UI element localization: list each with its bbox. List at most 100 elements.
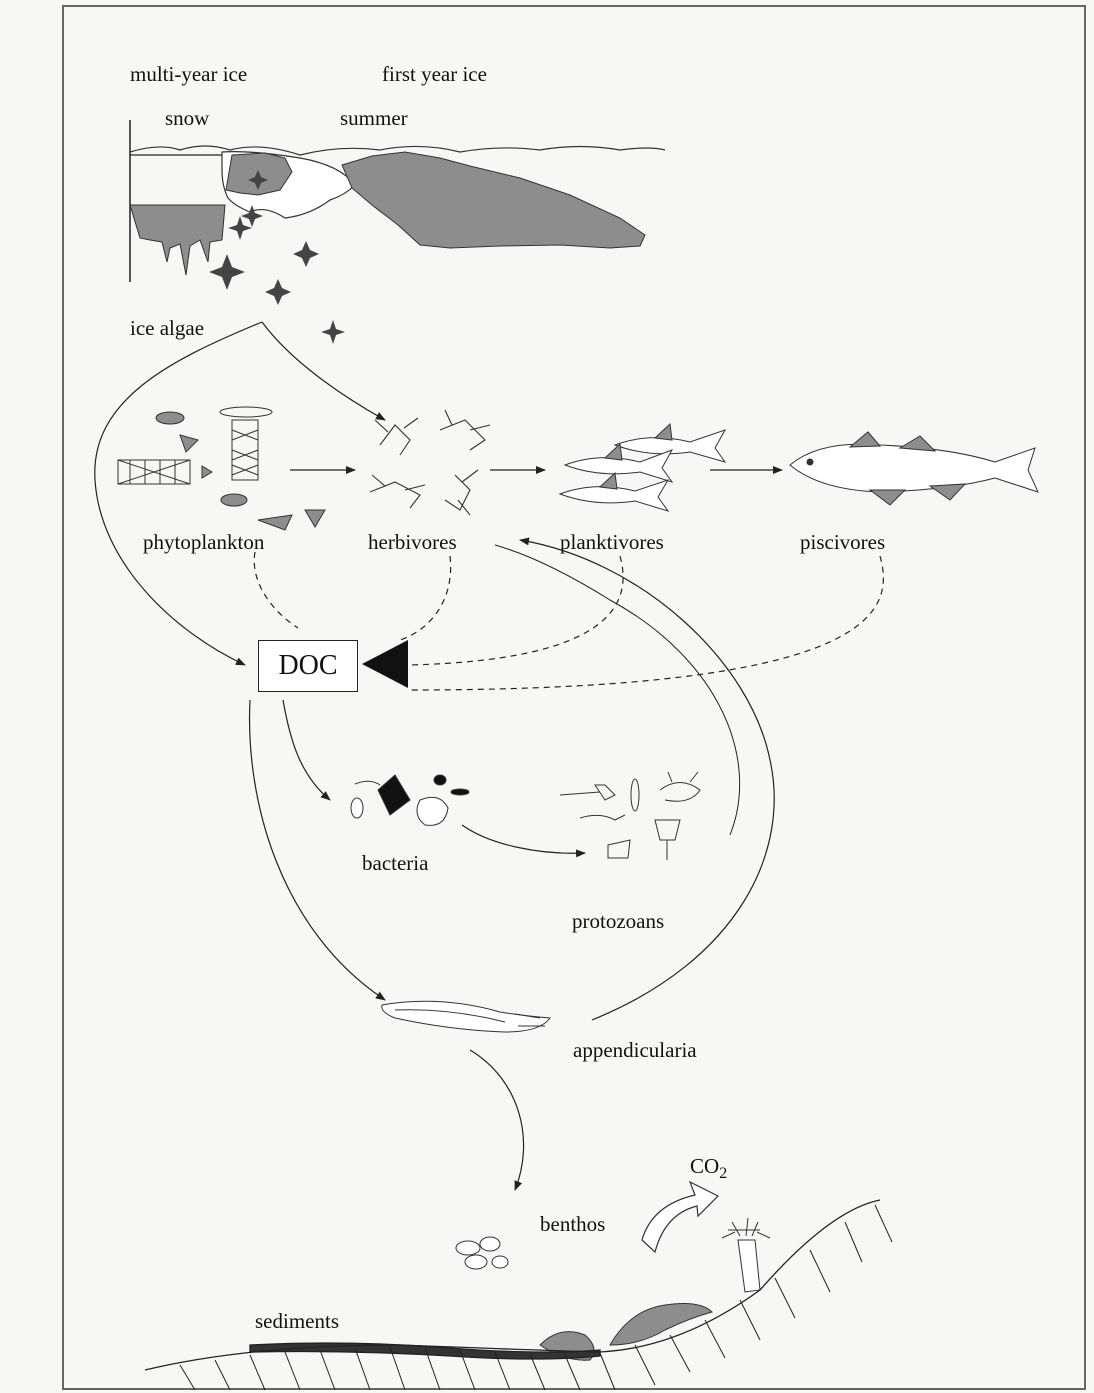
planktivores-group	[558, 422, 727, 512]
cod-dorsal-fin	[848, 431, 937, 452]
bacterium-1	[377, 774, 411, 816]
protozoans-group	[559, 771, 701, 860]
cod-body	[789, 443, 1039, 493]
ice-algae-star-2	[241, 205, 263, 227]
label-co2: CO2	[690, 1154, 727, 1183]
ice-algae-star-6	[265, 279, 291, 305]
appendicularia-group	[381, 1000, 551, 1033]
label-phytoplankton: phytoplankton	[143, 530, 265, 554]
label-summer: summer	[340, 106, 408, 130]
seafloor-line	[144, 1199, 881, 1371]
phyto-triangle-3	[201, 465, 213, 479]
copepod-4	[444, 469, 479, 516]
doc-input-arrowhead	[362, 640, 408, 688]
appendicularia-tail	[394, 1009, 545, 1027]
small-fish-3	[558, 479, 670, 512]
phyto-triangle-1	[179, 434, 199, 453]
bacterium-4	[350, 797, 364, 819]
protozoan-3	[659, 771, 701, 802]
protozoan-1	[559, 784, 616, 801]
phyto-disc	[219, 406, 273, 418]
label-planktivores: planktivores	[560, 530, 664, 554]
label-bacteria: bacteria	[362, 851, 429, 875]
copepod-1	[374, 417, 419, 456]
small-fish-1	[613, 429, 727, 463]
label-doc: DOC	[278, 650, 338, 681]
bacterium-6	[354, 780, 381, 786]
seafloor-hatching	[179, 1204, 893, 1391]
pebble-4	[491, 1255, 509, 1269]
arrow-icealgae-to-herbivores	[261, 321, 386, 421]
label-multi-year-ice: multi-year ice	[130, 62, 248, 86]
small-fish-1-fin	[653, 422, 673, 441]
first-year-ice-slab	[341, 151, 646, 249]
small-fish-2	[563, 449, 674, 483]
label-snow: snow	[165, 106, 210, 130]
copepod-2	[439, 409, 491, 451]
protozoan-2	[630, 778, 640, 812]
piscivore-group	[789, 431, 1039, 506]
figure-frame	[62, 5, 1086, 1390]
arrow-doc-to-bacteria	[282, 699, 331, 801]
herbivores-group	[369, 409, 491, 516]
bacteria-group	[350, 774, 470, 826]
phyto-fin	[257, 514, 293, 531]
copepod-3	[369, 474, 426, 509]
ice-algae-star-5	[209, 254, 245, 290]
arrow-icealgae-to-doc	[94, 321, 263, 666]
phyto-triangle-2	[304, 509, 326, 528]
phyto-column	[231, 419, 259, 481]
dashed-phyto-to-doc	[253, 551, 299, 629]
protozoan-5	[654, 819, 681, 860]
dashed-piscivores-to-doc	[409, 555, 884, 691]
sediment-dark-layer	[249, 1342, 601, 1360]
anemone	[721, 1217, 771, 1293]
arrow-appendicularia-to-benthos	[469, 1049, 525, 1191]
multi-year-ice-block	[129, 204, 226, 276]
label-co2-sub: 2	[719, 1165, 728, 1183]
brittle-star-2	[609, 1303, 713, 1346]
solid-flow-arrows	[94, 321, 783, 1191]
ice-algae-star-7	[321, 320, 345, 344]
arrow-doc-to-appendicularia	[248, 699, 386, 1001]
label-benthos: benthos	[540, 1212, 606, 1236]
protozoan-4	[579, 814, 626, 821]
label-co2-main: CO	[690, 1154, 720, 1178]
label-ice-algae: ice algae	[130, 316, 205, 340]
phyto-chain-net	[117, 459, 191, 485]
pebble-3	[464, 1254, 488, 1270]
dashed-planktivores-to-doc	[409, 555, 624, 666]
anemone-stalk	[737, 1239, 761, 1293]
small-fish-3-fin	[598, 471, 618, 490]
ice-algae-star-4	[293, 241, 319, 267]
benthos-pebbles	[455, 1236, 509, 1270]
cod-ventral-fin	[868, 483, 967, 506]
phyto-oval-1	[220, 493, 248, 507]
phyto-oval-2	[155, 411, 185, 425]
co2-release-arrow	[641, 1180, 720, 1254]
arrow-bacteria-to-protozoans	[461, 824, 586, 858]
small-fish-2-fin	[603, 442, 623, 461]
appendicularia-body	[381, 1000, 551, 1033]
label-appendicularia: appendicularia	[573, 1038, 697, 1062]
protozoan-6	[607, 839, 631, 859]
snow-surface	[129, 145, 666, 156]
bacterium-5	[416, 796, 449, 826]
doc-box: DOC	[258, 640, 358, 692]
phytoplankton-group	[117, 406, 326, 531]
bacterium-2	[433, 774, 447, 786]
label-sediments: sediments	[255, 1309, 339, 1333]
dashed-release-arrows	[253, 551, 884, 691]
anemone-tentacles	[721, 1217, 771, 1239]
label-first-year-ice: first year ice	[382, 62, 487, 86]
arrow-protozoans-to-herbivores	[494, 544, 741, 836]
bacterium-3	[450, 788, 470, 796]
pebble-2	[479, 1236, 501, 1252]
ice-algae-star-1	[248, 170, 268, 190]
label-herbivores: herbivores	[368, 530, 457, 554]
cod-eye	[806, 458, 814, 466]
sediments	[144, 1199, 893, 1391]
ice-section	[129, 120, 666, 344]
label-protozoans: protozoans	[572, 909, 665, 933]
